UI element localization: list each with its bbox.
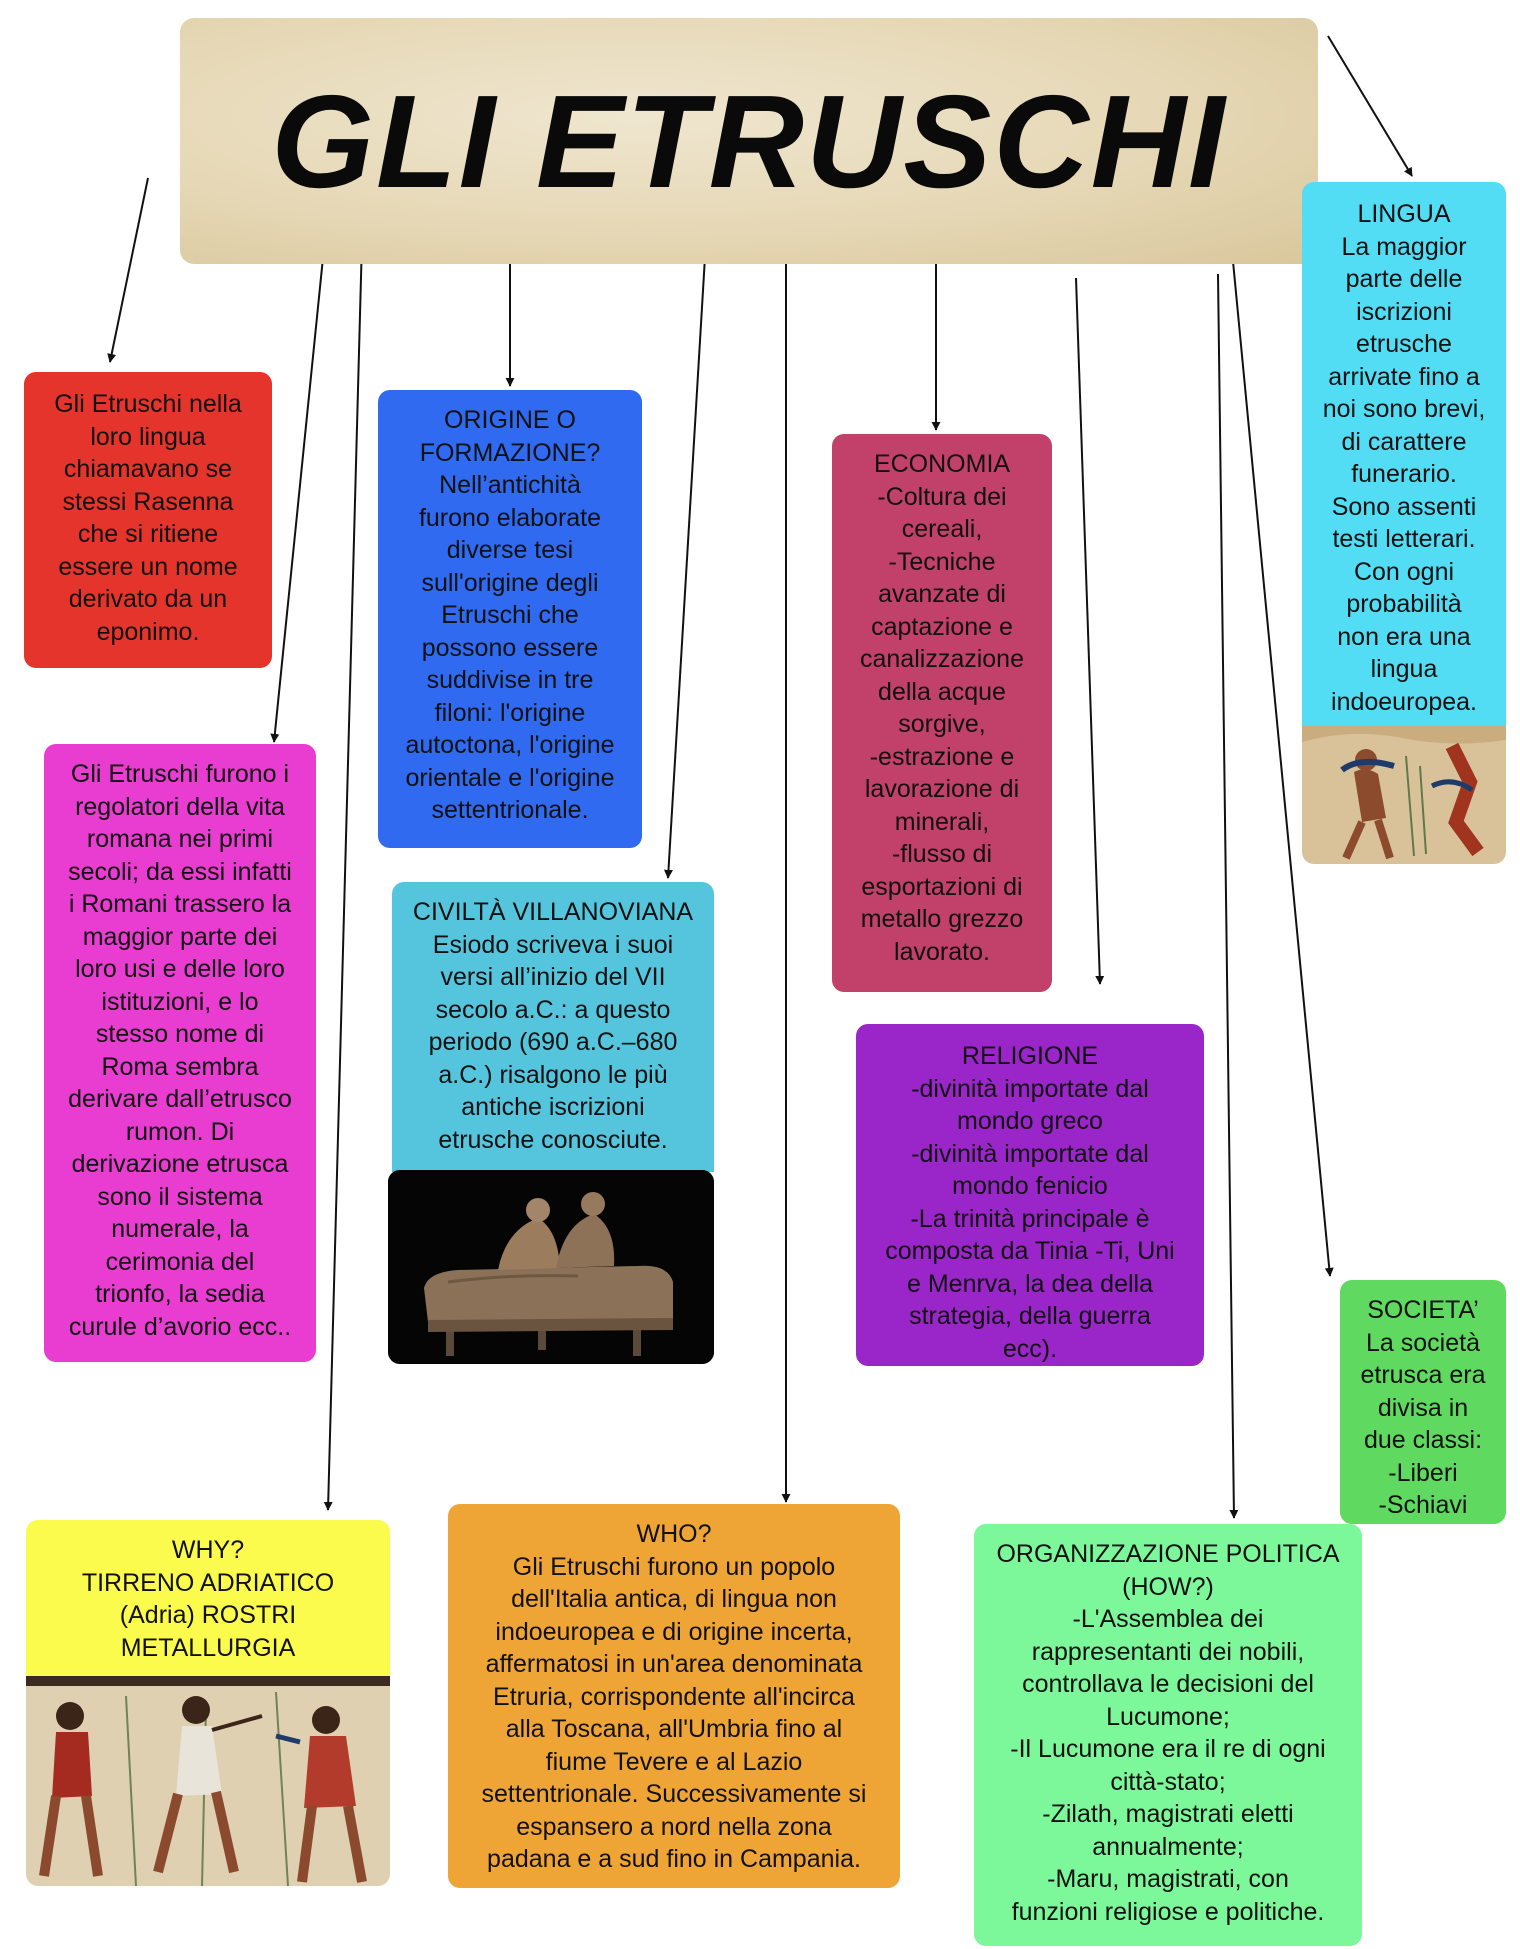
lingua-text: LINGUA La maggior parte delle iscrizioni…	[1322, 200, 1486, 716]
arrow-to-rasenna	[107, 177, 149, 363]
arrow-to-lingua	[1327, 35, 1413, 177]
page-title: GLI ETRUSCHI	[271, 67, 1227, 215]
societa-box: SOCIETA’ La società etrusca era divisa i…	[1340, 1280, 1506, 1524]
who-box: WHO? Gli Etruschi furono un popolo dell'…	[448, 1504, 900, 1888]
regolatori-text: Gli Etruschi furono i regolatori della v…	[68, 760, 292, 1341]
why-text: WHY? TIRRENO ADRIATICO (Adria) ROSTRI ME…	[81, 1536, 335, 1662]
sarcophagus-icon	[388, 1170, 714, 1364]
origine-text: ORIGINE O FORMAZIONE? Nell’antichità fur…	[405, 406, 615, 824]
title-banner: GLI ETRUSCHI	[180, 18, 1318, 264]
regolatori-box: Gli Etruschi furono i regolatori della v…	[44, 744, 316, 1362]
villanoviana-text: CIVILTÀ VILLANOVIANA Esiodo scriveva i s…	[412, 898, 694, 1154]
fresco-musicians-icon	[26, 1676, 390, 1886]
who-text: WHO? Gli Etruschi furono un popolo dell'…	[481, 1520, 867, 1873]
societa-text: SOCIETA’ La società etrusca era divisa i…	[1360, 1296, 1486, 1519]
organizzazione-text: ORGANIZZAZIONE POLITICA (HOW?) -L'Assemb…	[996, 1540, 1340, 1926]
arrow-to-regolatori	[270, 227, 327, 743]
dancer-fresco-image	[1302, 726, 1506, 864]
religione-box: RELIGIONE -divinità importate dal mondo …	[856, 1024, 1204, 1366]
religione-text: RELIGIONE -divinità importate dal mondo …	[885, 1042, 1175, 1363]
origine-box: ORIGINE O FORMAZIONE? Nell’antichità fur…	[378, 390, 642, 848]
musicians-fresco-image	[26, 1676, 390, 1886]
arrow-to-villanoviana	[663, 239, 707, 879]
economia-box: ECONOMIA -Coltura dei cereali, -Tecniche…	[832, 434, 1052, 992]
arrow-to-religione	[1075, 277, 1105, 985]
arrow-to-why	[323, 239, 363, 1511]
rasenna-box: Gli Etruschi nella loro lingua chiamavan…	[24, 372, 272, 668]
arrow-to-societa	[1229, 229, 1334, 1277]
organizzazione-box: ORGANIZZAZIONE POLITICA (HOW?) -L'Assemb…	[974, 1524, 1362, 1946]
economia-text: ECONOMIA -Coltura dei cereali, -Tecniche…	[860, 450, 1024, 966]
lingua-box: LINGUA La maggior parte delle iscrizioni…	[1302, 182, 1506, 728]
sarcophagus-image	[388, 1170, 714, 1364]
arrow-to-organizzazione	[1217, 273, 1239, 1519]
rasenna-text: Gli Etruschi nella loro lingua chiamavan…	[54, 390, 242, 646]
villanoviana-box: CIVILTÀ VILLANOVIANA Esiodo scriveva i s…	[392, 882, 714, 1172]
why-box: WHY? TIRRENO ADRIATICO (Adria) ROSTRI ME…	[26, 1520, 390, 1676]
fresco-dancer-icon	[1302, 726, 1506, 864]
